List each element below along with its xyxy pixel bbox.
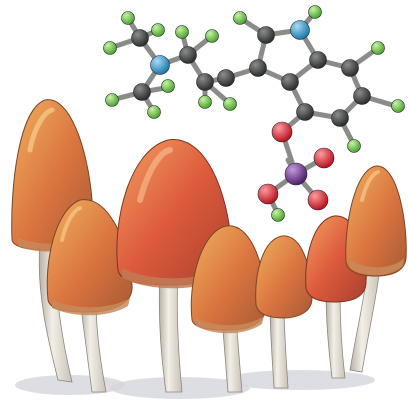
molecule-atoms	[103, 5, 405, 222]
mushroom-caps	[11, 99, 407, 334]
